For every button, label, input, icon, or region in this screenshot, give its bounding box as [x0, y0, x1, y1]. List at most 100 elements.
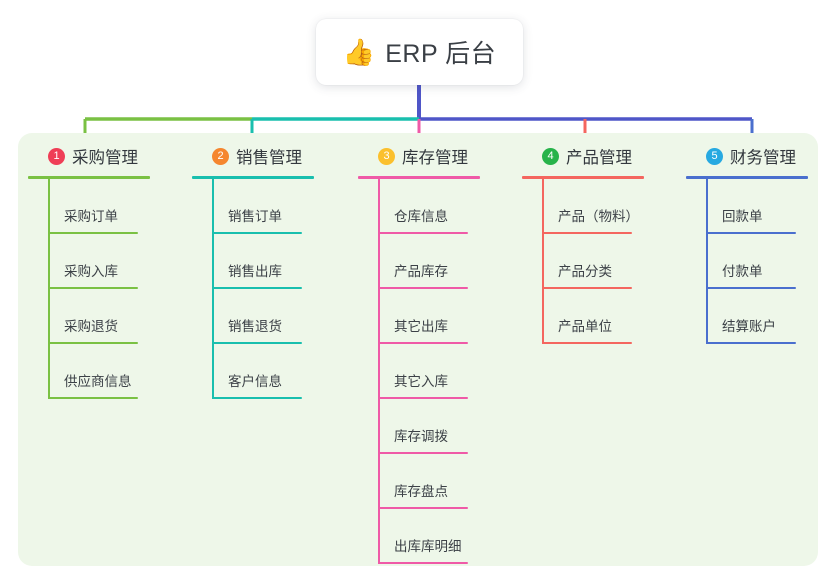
module-number-badge: 3 — [378, 147, 395, 165]
module-items-spine — [706, 179, 708, 344]
module-item-label: 产品分类 — [558, 264, 612, 279]
module-item-label: 销售退货 — [228, 319, 282, 334]
module-number-badge: 5 — [706, 147, 723, 165]
module-header-2[interactable]: 2 销售管理 — [192, 143, 314, 169]
module-item-label: 回款单 — [722, 209, 763, 224]
module-item-rule — [378, 232, 468, 234]
module-item-rule — [212, 342, 302, 344]
module-item-rule — [212, 397, 302, 399]
module-item-label: 库存调拨 — [394, 429, 448, 444]
module-header-1[interactable]: 1 采购管理 — [28, 143, 150, 169]
module-item[interactable]: 库存调拨 — [358, 399, 480, 454]
module-column-1: 1 采购管理采购订单采购入库采购退货供应商信息 — [28, 143, 150, 399]
root-node-content: 👍 ERP 后台 — [343, 34, 496, 70]
module-items-spine — [378, 179, 380, 564]
module-item-label: 仓库信息 — [394, 209, 448, 224]
module-item-label: 采购入库 — [64, 264, 118, 279]
module-item-label: 结算账户 — [722, 319, 776, 334]
module-header-3[interactable]: 3 库存管理 — [358, 143, 480, 169]
module-item-label: 采购退货 — [64, 319, 118, 334]
module-items-spine — [48, 179, 50, 399]
module-header-rule — [28, 176, 150, 179]
module-item-rule — [212, 287, 302, 289]
module-item-rule — [378, 397, 468, 399]
module-item[interactable]: 销售出库 — [192, 234, 314, 289]
module-item-rule — [542, 287, 632, 289]
module-column-2: 2 销售管理销售订单销售出库销售退货客户信息 — [192, 143, 314, 399]
module-item-rule — [706, 232, 796, 234]
module-item-rule — [48, 287, 138, 289]
module-item-rule — [542, 232, 632, 234]
module-items: 产品（物料） 产品分类产品单位 — [522, 179, 644, 344]
module-header-label: 采购管理 — [72, 149, 138, 167]
module-item[interactable]: 结算账户 — [686, 289, 808, 344]
module-header-label: 销售管理 — [236, 149, 302, 167]
module-header-label: 产品管理 — [566, 149, 632, 167]
module-column-4: 4 产品管理产品（物料） 产品分类产品单位 — [522, 143, 644, 344]
module-item-label: 其它出库 — [394, 319, 448, 334]
module-item[interactable]: 其它入库 — [358, 344, 480, 399]
module-items-spine — [542, 179, 544, 344]
module-item-rule — [48, 342, 138, 344]
module-header-rule — [358, 176, 480, 179]
module-number-badge: 2 — [212, 147, 229, 165]
module-item-rule — [378, 342, 468, 344]
module-item-label: 付款单 — [722, 264, 763, 279]
module-item-rule — [378, 452, 468, 454]
module-item[interactable]: 产品分类 — [522, 234, 644, 289]
module-item[interactable]: 其它出库 — [358, 289, 480, 344]
module-header-label: 财务管理 — [730, 149, 796, 167]
root-node-title: ERP 后台 — [385, 40, 497, 68]
module-header-5[interactable]: 5 财务管理 — [686, 143, 808, 169]
module-item[interactable]: 库存盘点 — [358, 454, 480, 509]
module-item-rule — [212, 232, 302, 234]
module-header-4[interactable]: 4 产品管理 — [522, 143, 644, 169]
module-item-label: 产品库存 — [394, 264, 448, 279]
module-number-badge: 4 — [542, 147, 559, 165]
module-item-rule — [48, 232, 138, 234]
module-item-rule — [542, 342, 632, 344]
module-item[interactable]: 产品库存 — [358, 234, 480, 289]
module-items: 销售订单销售出库销售退货客户信息 — [192, 179, 314, 399]
modules-panel — [18, 133, 818, 566]
module-item[interactable]: 客户信息 — [192, 344, 314, 399]
module-items-spine — [212, 179, 214, 399]
module-item[interactable]: 回款单 — [686, 179, 808, 234]
module-item[interactable]: 供应商信息 — [28, 344, 150, 399]
module-item-rule — [378, 562, 468, 564]
module-item-rule — [378, 287, 468, 289]
module-item-label: 销售出库 — [228, 264, 282, 279]
module-item[interactable]: 销售订单 — [192, 179, 314, 234]
module-item-label: 供应商信息 — [64, 374, 132, 389]
module-item-label: 采购订单 — [64, 209, 118, 224]
module-item[interactable]: 产品（物料） — [522, 179, 644, 234]
module-column-3: 3 库存管理仓库信息产品库存其它出库其它入库库存调拨库存盘点出库库明细 — [358, 143, 480, 564]
module-item[interactable]: 出库库明细 — [358, 509, 480, 564]
module-item[interactable]: 采购订单 — [28, 179, 150, 234]
module-item[interactable]: 付款单 — [686, 234, 808, 289]
module-column-5: 5 财务管理回款单付款单结算账户 — [686, 143, 808, 344]
module-items: 回款单付款单结算账户 — [686, 179, 808, 344]
module-header-rule — [192, 176, 314, 179]
module-item[interactable]: 采购退货 — [28, 289, 150, 344]
module-item-rule — [378, 507, 468, 509]
module-item-rule — [706, 342, 796, 344]
module-item[interactable]: 采购入库 — [28, 234, 150, 289]
module-item-label: 出库库明细 — [394, 539, 462, 554]
module-items: 仓库信息产品库存其它出库其它入库库存调拨库存盘点出库库明细 — [358, 179, 480, 564]
module-items: 采购订单采购入库采购退货供应商信息 — [28, 179, 150, 399]
module-item-label: 库存盘点 — [394, 484, 448, 499]
module-item-label: 产品单位 — [558, 319, 612, 334]
root-node[interactable]: 👍 ERP 后台 — [316, 19, 523, 85]
module-item-label: 销售订单 — [228, 209, 282, 224]
module-item[interactable]: 仓库信息 — [358, 179, 480, 234]
module-item[interactable]: 销售退货 — [192, 289, 314, 344]
module-header-label: 库存管理 — [402, 149, 468, 167]
module-item-rule — [48, 397, 138, 399]
module-header-rule — [522, 176, 644, 179]
module-number-badge: 1 — [48, 147, 65, 165]
module-item-label: 产品（物料） — [558, 209, 639, 224]
module-item-label: 客户信息 — [228, 374, 282, 389]
module-item[interactable]: 产品单位 — [522, 289, 644, 344]
